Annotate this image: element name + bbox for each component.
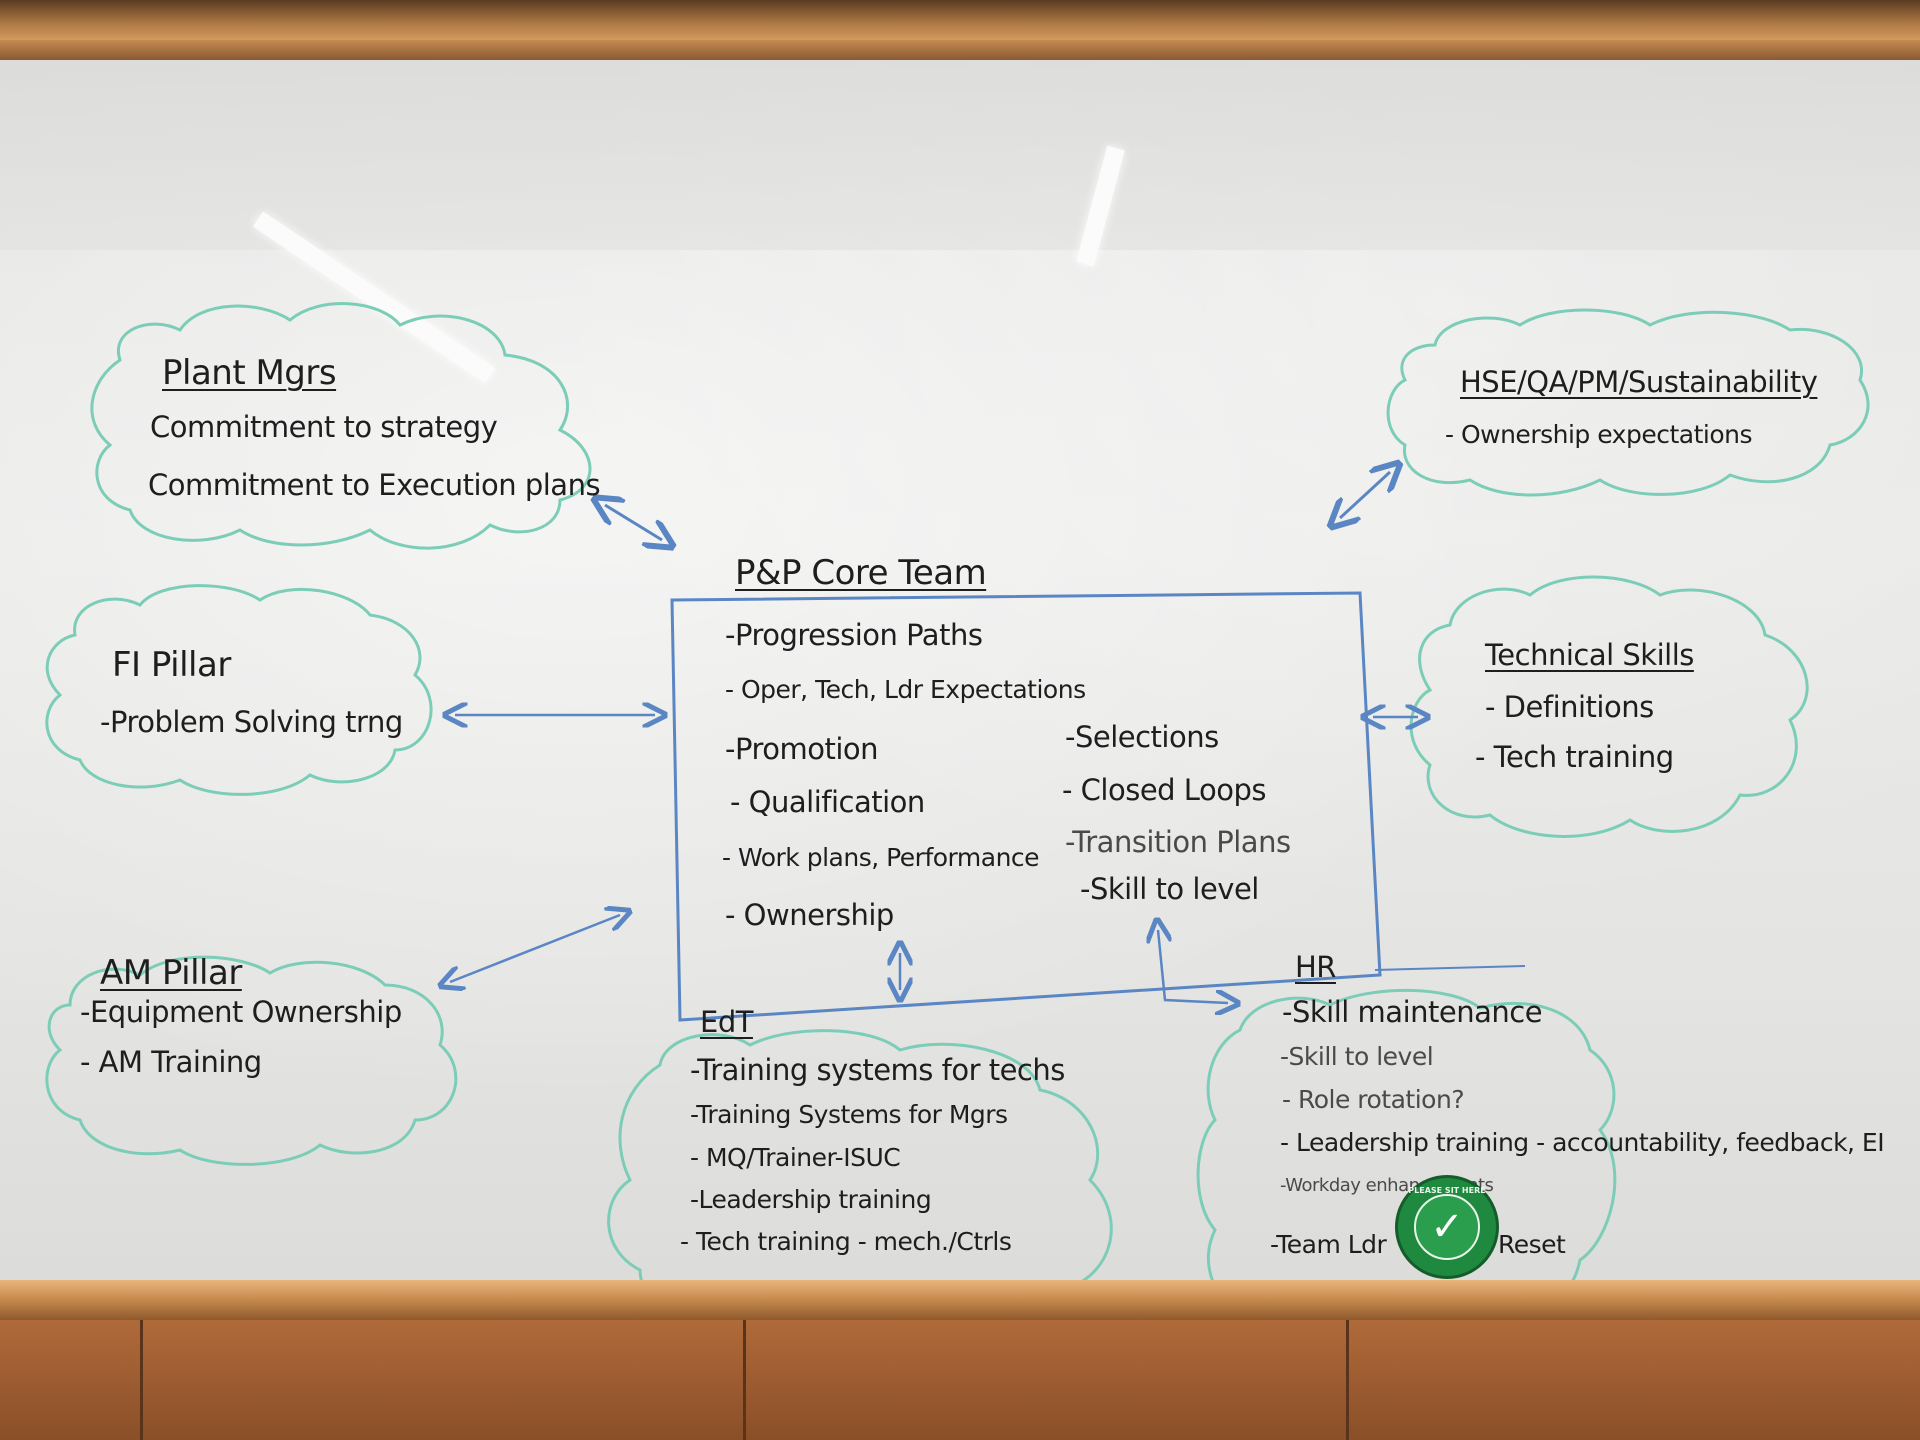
marker-tray: [0, 1280, 1920, 1320]
cabinet-panel-1: [0, 1320, 143, 1440]
marker-drawings: [45, 302, 1870, 1280]
whiteboard: Plant Mgrs Commitment to strategy Commit…: [0, 60, 1920, 1280]
center-right-item-1: -Selections: [1065, 720, 1219, 754]
please-sit-here-sticker: PLEASE SIT HERE ✓: [1395, 1175, 1499, 1279]
cloud-technical-skills: [1409, 575, 1809, 838]
edt-item-2: -Training Systems for Mgrs: [690, 1100, 1008, 1129]
center-left-item-4: - Qualification: [730, 785, 925, 819]
technical-skills-item-1: - Definitions: [1485, 690, 1654, 724]
cloud-edt: [607, 1029, 1113, 1280]
hr-item-6: -Team Ldr: [1270, 1230, 1387, 1259]
center-title: P&P Core Team: [735, 553, 987, 593]
cabinet-panel-3: [746, 1320, 1349, 1440]
arrow-hse: [1340, 472, 1390, 518]
center-left-item-5: - Work plans, Performance: [722, 843, 1040, 872]
sticker-ring-text: PLEASE SIT HERE: [1408, 1186, 1486, 1195]
center-box-underline: [1374, 965, 1526, 971]
arrow-hr: [1158, 930, 1228, 1003]
center-box: [670, 591, 1382, 1022]
center-left-item-3: -Promotion: [725, 732, 879, 766]
arrow-plant-mgrs: [605, 505, 662, 540]
edt-item-1: -Training systems for techs: [690, 1053, 1065, 1087]
board-frame-trim: [0, 40, 1920, 60]
fi-pillar-item-1: -Problem Solving trng: [100, 705, 403, 739]
cloud-plant-mgrs: [90, 302, 592, 550]
technical-skills-item-2: - Tech training: [1475, 740, 1674, 774]
edt-item-5: - Tech training - mech./Ctrls: [680, 1227, 1012, 1256]
center-left-item-1: -Progression Paths: [725, 618, 983, 652]
arrow-am-pillar: [450, 915, 620, 982]
hse-title: HSE/QA/PM/Sustainability: [1460, 365, 1818, 399]
hr-item-4: - Leadership training - accountability, …: [1280, 1128, 1885, 1157]
am-pillar-title: AM Pillar: [100, 953, 242, 993]
board-frame-top: [0, 0, 1920, 40]
center-right-item-2: - Closed Loops: [1062, 773, 1266, 807]
cabinet-panel-2: [143, 1320, 746, 1440]
am-pillar-item-2: - AM Training: [80, 1045, 262, 1079]
hr-item-3: - Role rotation?: [1282, 1085, 1465, 1114]
edt-title: EdT: [700, 1005, 753, 1039]
cloud-hse: [1386, 308, 1870, 497]
plant-mgrs-item-2: Commitment to Execution plans: [148, 468, 601, 502]
hr-title: HR: [1295, 950, 1336, 984]
hse-item-1: - Ownership expectations: [1445, 420, 1753, 449]
hr-item-2: -Skill to level: [1280, 1042, 1434, 1071]
center-right-item-4: -Skill to level: [1080, 872, 1259, 906]
center-left-item-6: - Ownership: [725, 898, 894, 932]
checkmark-icon: ✓: [1430, 1204, 1464, 1250]
center-left-item-2: - Oper, Tech, Ldr Expectations: [725, 675, 1086, 704]
cloud-hr: [1196, 988, 1617, 1280]
cloud-fi-pillar: [45, 584, 433, 796]
technical-skills-title: Technical Skills: [1485, 638, 1694, 672]
sticker-center: ✓: [1414, 1194, 1480, 1260]
fi-pillar-title: FI Pillar: [112, 645, 231, 685]
cabinet-panel-4: [1349, 1320, 1920, 1440]
hr-item-7: Reset: [1498, 1230, 1566, 1259]
edt-item-4: -Leadership training: [690, 1185, 932, 1214]
plant-mgrs-item-1: Commitment to strategy: [150, 410, 498, 444]
ceiling-reflection: [0, 60, 1920, 250]
am-pillar-item-1: -Equipment Ownership: [80, 995, 402, 1029]
center-right-item-3: -Transition Plans: [1065, 825, 1291, 859]
plant-mgrs-title: Plant Mgrs: [162, 353, 337, 393]
hr-item-1: -Skill maintenance: [1282, 995, 1543, 1029]
edt-item-3: - MQ/Trainer-ISUC: [690, 1143, 901, 1172]
cloud-am-pillar: [45, 955, 458, 1166]
